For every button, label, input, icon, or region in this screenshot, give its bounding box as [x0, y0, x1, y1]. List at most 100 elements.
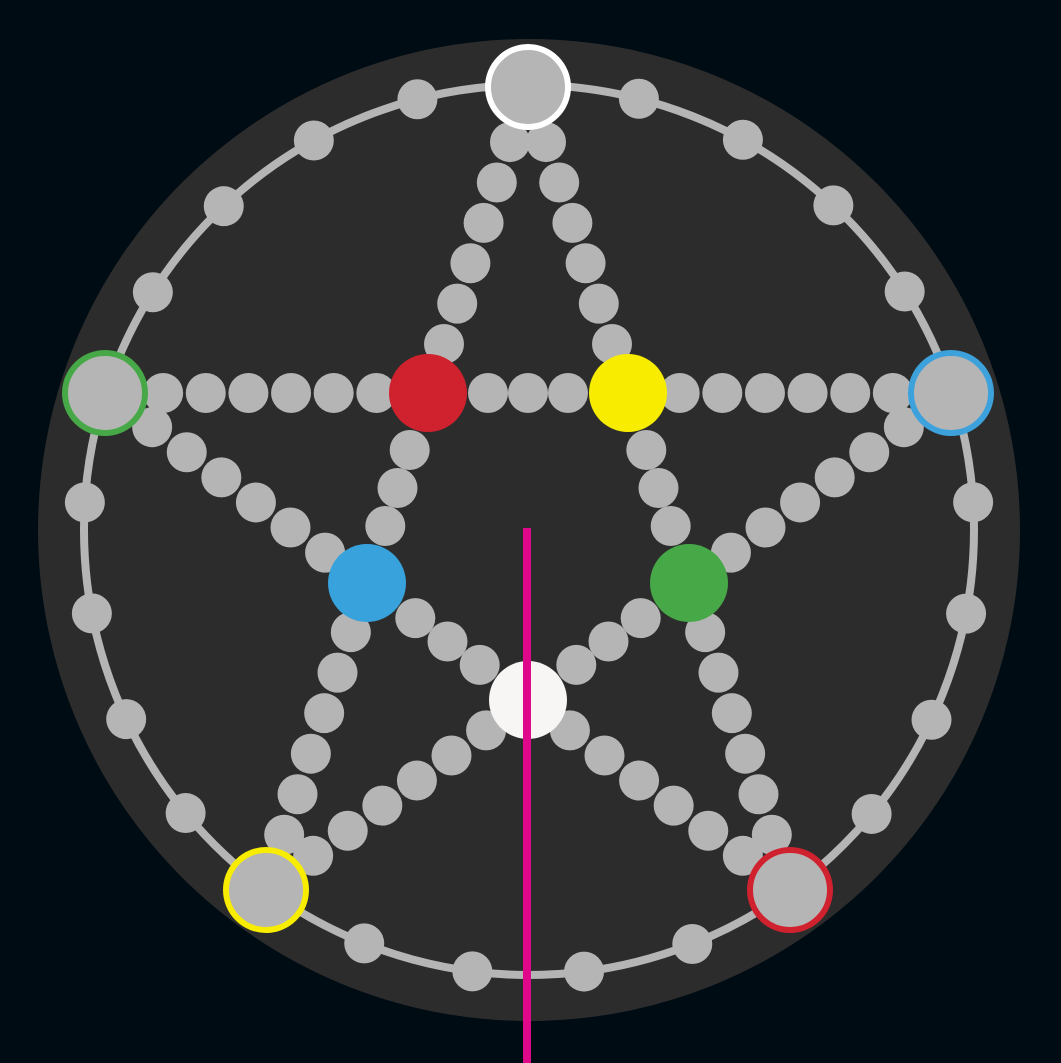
star-arm-spot[interactable]	[132, 407, 173, 448]
ring-spot[interactable]	[722, 119, 763, 160]
ring-spot[interactable]	[953, 482, 994, 523]
star-arm-spot[interactable]	[201, 457, 242, 498]
star-middle-spot[interactable]	[620, 598, 661, 639]
star-arm-spot[interactable]	[143, 373, 184, 413]
star-arm-spot[interactable]	[185, 373, 226, 413]
ring-spot[interactable]	[165, 793, 206, 834]
star-arm-spot[interactable]	[565, 243, 606, 284]
green-home-spot[interactable]	[62, 350, 148, 436]
star-arm-spot[interactable]	[702, 373, 743, 413]
blue-home-spot[interactable]	[908, 350, 994, 436]
star-arm-spot[interactable]	[490, 122, 530, 163]
star-arm-spot[interactable]	[698, 652, 739, 693]
star-arm-spot[interactable]	[539, 162, 580, 203]
star-middle-spot[interactable]	[508, 373, 548, 413]
star-arm-spot[interactable]	[738, 774, 779, 815]
star-arm-spot[interactable]	[424, 324, 464, 365]
star-arm-spot[interactable]	[317, 652, 358, 693]
ring-spot[interactable]	[452, 951, 493, 992]
star-arm-spot[interactable]	[653, 785, 694, 826]
ring-spot[interactable]	[884, 271, 925, 312]
star-arm-spot[interactable]	[744, 373, 785, 413]
star-arm-spot[interactable]	[450, 243, 491, 284]
star-arm-spot[interactable]	[725, 733, 766, 774]
ring-spot[interactable]	[672, 923, 713, 964]
star-arm-spot[interactable]	[330, 612, 371, 653]
ring-spot[interactable]	[618, 78, 659, 119]
star-arm-spot[interactable]	[619, 760, 660, 801]
star-arm-spot[interactable]	[659, 373, 700, 413]
ring-spot[interactable]	[397, 79, 438, 120]
star-arm-spot[interactable]	[745, 507, 786, 548]
star-middle-spot[interactable]	[468, 373, 508, 413]
ring-spot[interactable]	[344, 923, 385, 964]
star-arm-spot[interactable]	[290, 733, 331, 774]
star-arm-spot[interactable]	[437, 283, 478, 324]
star-arm-spot[interactable]	[780, 482, 821, 523]
star-arm-spot[interactable]	[277, 774, 318, 815]
star-arm-spot[interactable]	[431, 735, 472, 776]
star-arm-spot[interactable]	[327, 810, 368, 851]
star-arm-spot[interactable]	[830, 373, 871, 413]
ring-spot[interactable]	[203, 186, 244, 227]
star-arm-spot[interactable]	[264, 814, 305, 855]
star-middle-spot[interactable]	[395, 598, 436, 639]
star-arm-spot[interactable]	[313, 373, 354, 413]
ring-spot[interactable]	[106, 699, 147, 740]
star-arm-spot[interactable]	[304, 693, 345, 734]
star-middle-spot[interactable]	[650, 506, 691, 546]
green-piece[interactable]	[650, 544, 728, 622]
star-arm-spot[interactable]	[526, 122, 566, 163]
star-arm-spot[interactable]	[270, 507, 311, 548]
star-arm-spot[interactable]	[356, 373, 397, 413]
star-arm-spot[interactable]	[883, 407, 924, 448]
star-arm-spot[interactable]	[552, 202, 593, 243]
star-arm-spot[interactable]	[166, 432, 207, 473]
star-arm-spot[interactable]	[711, 693, 752, 734]
ring-spot[interactable]	[851, 793, 892, 834]
star-middle-spot[interactable]	[459, 644, 500, 685]
star-arm-spot[interactable]	[592, 324, 632, 365]
yellow-home-spot[interactable]	[223, 847, 309, 933]
star-arm-spot[interactable]	[722, 835, 763, 876]
star-arm-spot[interactable]	[271, 373, 312, 413]
blue-piece[interactable]	[328, 544, 406, 622]
star-middle-spot[interactable]	[638, 468, 679, 508]
star-arm-spot[interactable]	[476, 162, 517, 203]
ring-spot[interactable]	[946, 593, 987, 634]
star-arm-spot[interactable]	[362, 785, 403, 826]
star-middle-spot[interactable]	[626, 430, 667, 470]
star-middle-spot[interactable]	[365, 506, 406, 546]
ring-spot[interactable]	[911, 699, 952, 740]
star-arm-spot[interactable]	[787, 373, 828, 413]
star-arm-spot[interactable]	[685, 612, 726, 653]
red-piece[interactable]	[389, 354, 467, 432]
ring-spot[interactable]	[64, 482, 105, 523]
ring-spot[interactable]	[813, 185, 854, 226]
star-middle-spot[interactable]	[588, 621, 629, 662]
star-arm-spot[interactable]	[396, 760, 437, 801]
star-middle-spot[interactable]	[427, 621, 468, 662]
star-arm-spot[interactable]	[872, 373, 913, 413]
star-arm-spot[interactable]	[751, 814, 792, 855]
star-arm-spot[interactable]	[293, 835, 334, 876]
white-home-spot[interactable]	[485, 44, 571, 130]
star-arm-spot[interactable]	[235, 482, 276, 523]
star-arm-spot[interactable]	[584, 735, 625, 776]
star-middle-spot[interactable]	[548, 373, 588, 413]
yellow-piece[interactable]	[589, 354, 667, 432]
star-arm-spot[interactable]	[578, 283, 619, 324]
star-arm-spot[interactable]	[849, 432, 890, 473]
star-arm-spot[interactable]	[688, 810, 729, 851]
ring-spot[interactable]	[132, 272, 173, 313]
ring-spot[interactable]	[293, 120, 334, 161]
star-arm-spot[interactable]	[814, 457, 855, 498]
star-arm-spot[interactable]	[228, 373, 269, 413]
ring-spot[interactable]	[564, 951, 605, 992]
star-arm-spot[interactable]	[463, 202, 504, 243]
red-home-spot[interactable]	[747, 847, 833, 933]
ring-spot[interactable]	[71, 593, 112, 634]
star-middle-spot[interactable]	[389, 430, 430, 470]
star-middle-spot[interactable]	[377, 468, 418, 508]
star-middle-spot[interactable]	[556, 644, 597, 685]
